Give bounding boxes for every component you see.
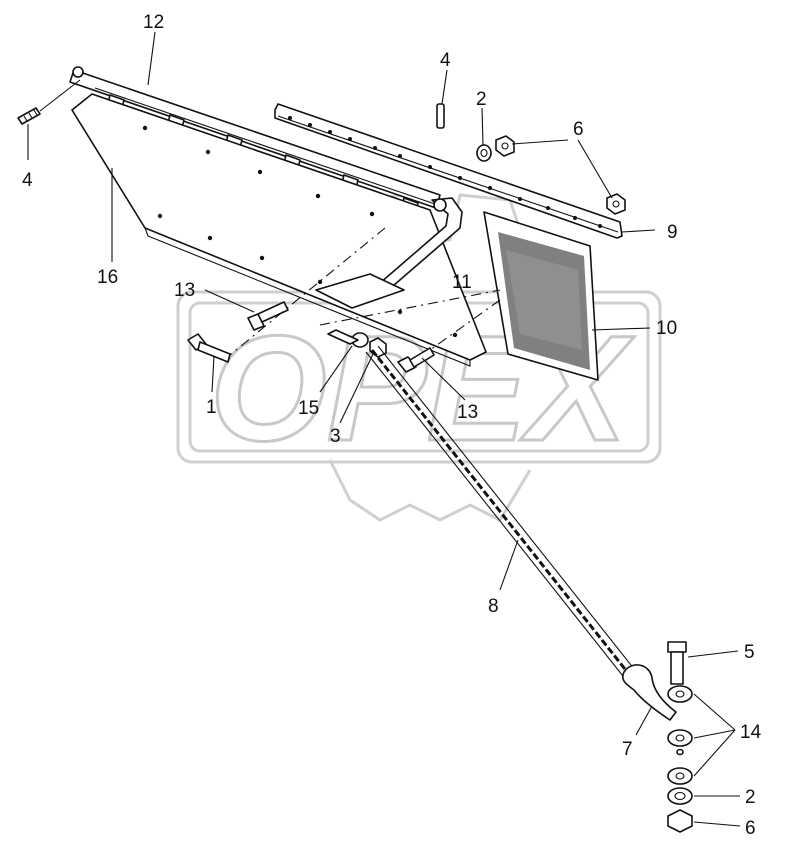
callout-3: 3: [330, 426, 341, 447]
callout-labels: 12 4 16 4 2 6 9 11 10 13 1 15 3 13 8 5 1…: [22, 12, 762, 839]
callout-16: 16: [97, 267, 118, 288]
watermark-gear-bottom: [328, 459, 532, 522]
callout-6-top: 6: [573, 119, 584, 140]
callout-10: 10: [656, 318, 677, 339]
part-6-nut-bottom: [667, 809, 693, 833]
callout-7: 7: [622, 739, 633, 760]
part-2-washer-bottom: [667, 787, 693, 805]
callout-2-bottom: 2: [745, 787, 756, 808]
callout-13-right: 13: [457, 402, 478, 423]
callout-11: 11: [452, 272, 472, 293]
part-6-nut-right: [606, 193, 626, 215]
part-10-flap: [483, 211, 599, 381]
part-8-chain: [365, 345, 647, 691]
part-15-spacer: [327, 329, 359, 345]
callout-5: 5: [744, 642, 755, 663]
callout-15: 15: [298, 398, 319, 419]
part-2-washer-top: [476, 144, 492, 162]
callout-4-top: 4: [440, 50, 451, 71]
callout-14: 14: [740, 722, 762, 743]
callout-2-top: 2: [476, 89, 487, 110]
part-4-pin-left: [17, 79, 81, 125]
callout-12: 12: [143, 12, 164, 33]
part-14-washers: [667, 685, 693, 785]
part-11-bracket: [315, 197, 463, 309]
part-4-pin-top: [436, 103, 445, 129]
part-1-bolt: [187, 333, 231, 363]
leader-lines: [27, 31, 741, 827]
part-5-bolt-bottom: [667, 641, 687, 685]
callout-1: 1: [206, 397, 217, 418]
callout-8: 8: [488, 596, 499, 617]
part-13-bolt-left: [247, 301, 289, 331]
callout-6-bottom: 6: [745, 818, 756, 839]
part-6-nut-top: [495, 135, 515, 157]
callout-4-left: 4: [22, 170, 33, 191]
assembly-lines: [229, 227, 501, 356]
callout-13-left: 13: [174, 280, 195, 301]
part-9-strip: [274, 103, 623, 239]
callout-9: 9: [667, 222, 678, 243]
part-7-shackle: [621, 664, 677, 721]
part-13-bolt-right: [397, 347, 435, 373]
